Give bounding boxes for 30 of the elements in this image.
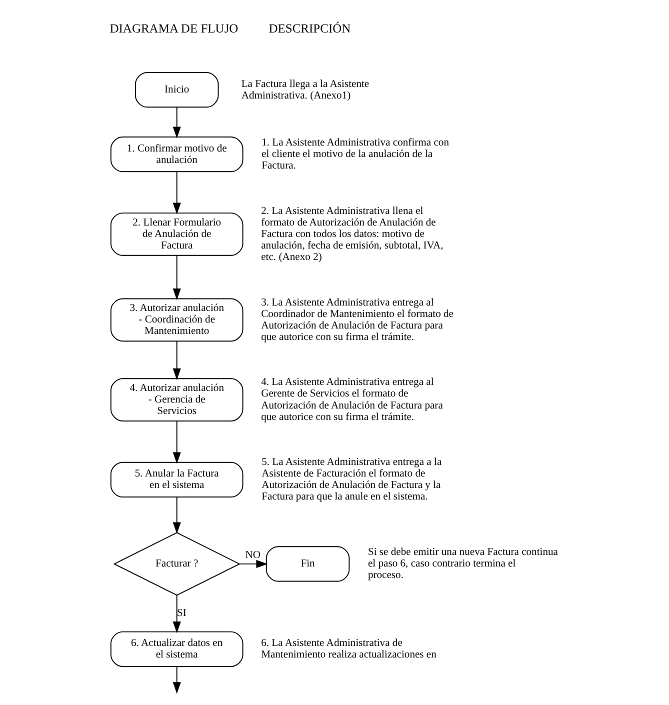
node-label: 4. La Asistente Administrativa entrega al Gerente de Servicios el formato de Autorización de Anulación de Factura para que autorice con su firma el trámite. xyxy=(261,377,443,423)
node-box: 6. Actualizar datos en el sistema xyxy=(110,631,244,667)
node-label: 3. La Asistente Administrativa entrega al Coordinador de Mantenimiento el formato de Autorización de Anulación de Factura para que autorice con su firma el trámite. xyxy=(261,297,454,343)
edge-label: NO xyxy=(245,550,261,561)
node-box: 1. Confirmar motivo de anulación xyxy=(110,136,244,172)
node-box: Fin xyxy=(266,546,350,582)
label: DIAGRAMA DE FLUJO xyxy=(110,21,238,36)
node-box: 2. Llenar Formulario de Anulación de Factura xyxy=(110,212,244,256)
edge-label: SI xyxy=(176,608,186,620)
node-box: 3. Autorizar anulación - Coordinación de Mantenimiento xyxy=(110,298,244,342)
arrow xyxy=(239,560,268,568)
node-box: 4. Autorizar anulación - Gerencia de Servicios xyxy=(110,378,244,422)
node-label: 6. La Asistente Administrativa de Mantenimiento realiza actualizaciones en xyxy=(261,638,436,661)
arrow xyxy=(172,496,181,534)
node-label: 5. La Asistente Administrativa entrega a la Asistente de Facturación el formato de Autorización de Anulación de Factura y la Factura para que la anule en el sistema. xyxy=(262,457,442,503)
node-label: La Factura llega a la Asistente Administrativa. (Anexo1) xyxy=(241,78,370,102)
node-diamond: Facturar ? xyxy=(113,532,241,596)
node-label: 2. La Asistente Administrativa llena el formato de Autorización de Anulación de Factura con todos los datos: motivo de anulación, fecha de emisión, subtotal, IVA, etc. (Anexo 2) xyxy=(261,206,444,264)
arrow xyxy=(172,340,181,380)
arrow xyxy=(172,106,181,138)
node-box: Inicio xyxy=(134,72,219,108)
arrow xyxy=(172,666,181,694)
arrow xyxy=(172,594,181,634)
arrow xyxy=(172,254,181,300)
arrow xyxy=(172,171,181,214)
node-label: Si se debe emitir una nueva Factura continua el paso 6, caso contrario termina el proceso. xyxy=(368,547,558,582)
node-label: 1. La Asistente Administrativa confirma con el cliente el motivo de la anulación de la Factura. xyxy=(262,137,450,172)
label: DESCRIPCIÓN xyxy=(268,21,351,36)
arrow xyxy=(172,420,181,464)
node-box: 5. Anular la Factura en el sistema xyxy=(110,462,244,498)
